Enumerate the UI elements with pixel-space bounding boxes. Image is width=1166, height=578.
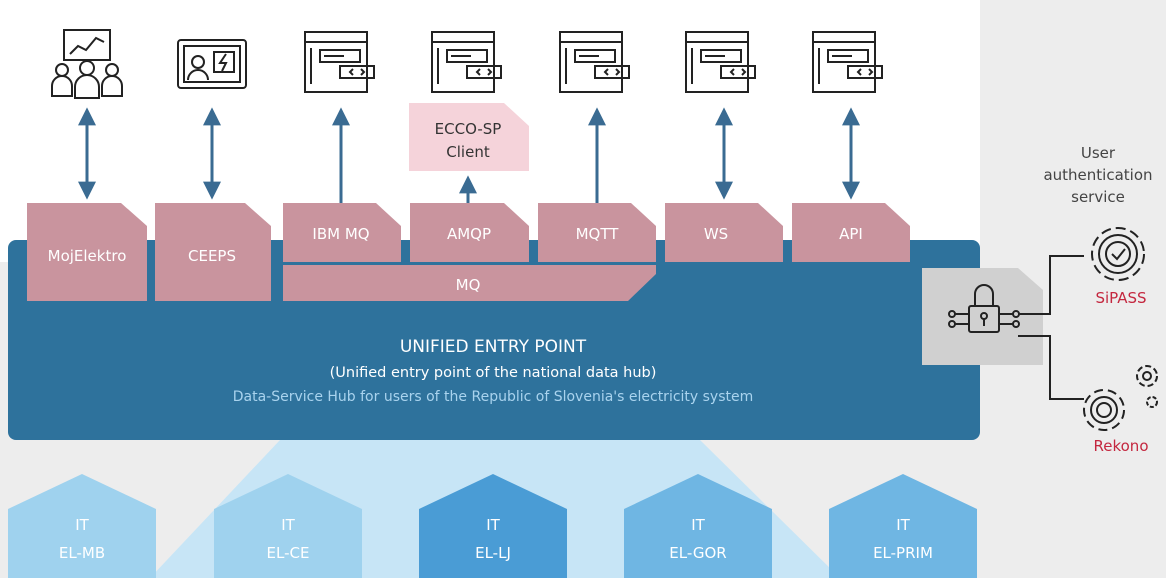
connector-ws: WS [665,203,783,262]
connector-label: CEEPS [188,247,236,265]
it-unit-el-ce: IT EL-CE [214,474,362,578]
code-window-icon [559,31,630,93]
connector-label: MojElektro [48,247,127,265]
connector-label: AMQP [447,225,491,243]
auth-title-line: authentication [1043,166,1152,184]
it-line1: IT [896,516,910,534]
connector-sipass [1018,255,1084,315]
users-presentation-icon [51,29,123,99]
it-unit-el-lj: IT EL-LJ [419,474,567,578]
it-line1: IT [691,516,705,534]
auth-service-sipass: SiPASS [1095,289,1146,307]
connector-label: IBM MQ [312,225,369,243]
it-line2: EL-GOR [669,544,726,562]
it-line2: EL-MB [59,544,105,562]
gear-check-icon [1091,227,1145,281]
hub-description: Data-Service Hub for users of the Republ… [233,389,754,405]
it-line1: IT [281,516,295,534]
auth-title-line: service [1071,188,1125,206]
code-window-icon [685,31,756,93]
it-line2: EL-LJ [475,544,511,562]
it-line1: IT [486,516,500,534]
connector-ceeps: CEEPS [155,203,271,301]
it-unit-el-gor: IT EL-GOR [624,474,772,578]
connector-mqtt: MQTT [538,203,656,262]
code-window-icon [812,31,883,93]
lock-icon [948,284,1020,333]
connector-ibm-mq: IBM MQ [283,203,401,262]
it-unit-el-prim: IT EL-PRIM [829,474,977,578]
it-unit-el-mb: IT EL-MB [8,474,156,578]
connector-rekono [1018,335,1084,400]
connector-api: API [792,203,910,262]
connector-mojelektro: MojElektro [27,203,147,301]
code-window-icon [304,31,375,93]
lock-box [922,268,1043,365]
auth-service-rekono: Rekono [1094,437,1149,455]
mq-label: MQ [456,276,481,294]
gears-icon [1083,365,1158,431]
connector-label: MQTT [576,225,620,243]
ecco-line1: ECCO-SP [435,120,502,138]
auth-title-line: User [1081,144,1116,162]
it-line2: EL-CE [267,544,310,562]
connector-amqp: AMQP [410,203,529,262]
it-line1: IT [75,516,89,534]
connector-label: API [839,225,863,243]
ecco-sp-client: ECCO-SP Client [409,103,529,171]
hub-title: UNIFIED ENTRY POINT [400,337,587,357]
hub-subtitle: (Unified entry point of the national dat… [330,365,657,381]
connector-label: WS [704,225,728,243]
energy-worker-icon [177,39,247,89]
code-window-icon [431,31,502,93]
mq-bar: MQ [283,265,656,301]
ecco-line2: Client [446,143,490,161]
it-line2: EL-PRIM [873,544,933,562]
